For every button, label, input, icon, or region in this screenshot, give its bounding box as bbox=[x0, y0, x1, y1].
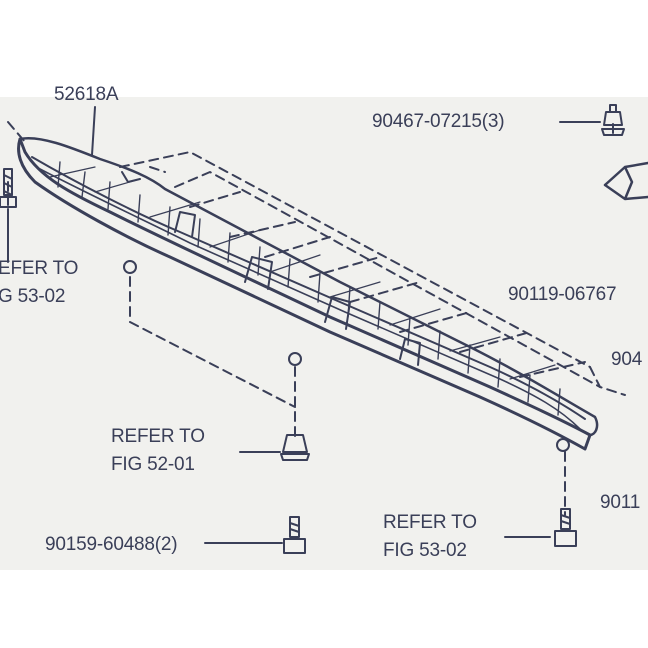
exploded-view-drawing bbox=[0, 104, 648, 554]
engine-under-cover bbox=[17, 137, 599, 452]
part-callout-clip: 90467-07215(3) bbox=[372, 111, 505, 132]
bracket-right bbox=[603, 161, 648, 201]
bolt-right bbox=[554, 508, 577, 547]
leader-lines bbox=[7, 106, 601, 544]
clip-top bbox=[601, 104, 625, 136]
nut-center bbox=[280, 434, 310, 461]
part-callout-mid-right: 90119-06767 bbox=[508, 284, 617, 305]
refer-52-line1: REFER TO bbox=[111, 426, 205, 447]
refer-53-line2: FIG 53-02 bbox=[383, 540, 467, 561]
bolt-left bbox=[0, 168, 17, 208]
part-callout-right-partial-1: 904 bbox=[611, 349, 643, 370]
dashed-phantom-box bbox=[7, 121, 626, 516]
refer-53-line1: REFER TO bbox=[383, 512, 477, 533]
part-callout-right-partial-2: 9011 bbox=[600, 492, 641, 513]
refer-left-line1: EFER TO bbox=[0, 258, 79, 279]
refer-left-line2: G 53-02 bbox=[0, 286, 66, 307]
refer-52-line2: FIG 52-01 bbox=[111, 454, 195, 475]
bolt-center bbox=[283, 516, 306, 554]
part-callout-bolt: 90159-60488(2) bbox=[45, 534, 178, 555]
part-callout-top-left: 52618A bbox=[54, 84, 119, 105]
parts-diagram-photo: 52618A 90467-07215(3) EFER TO G 53-02 90… bbox=[0, 84, 648, 570]
